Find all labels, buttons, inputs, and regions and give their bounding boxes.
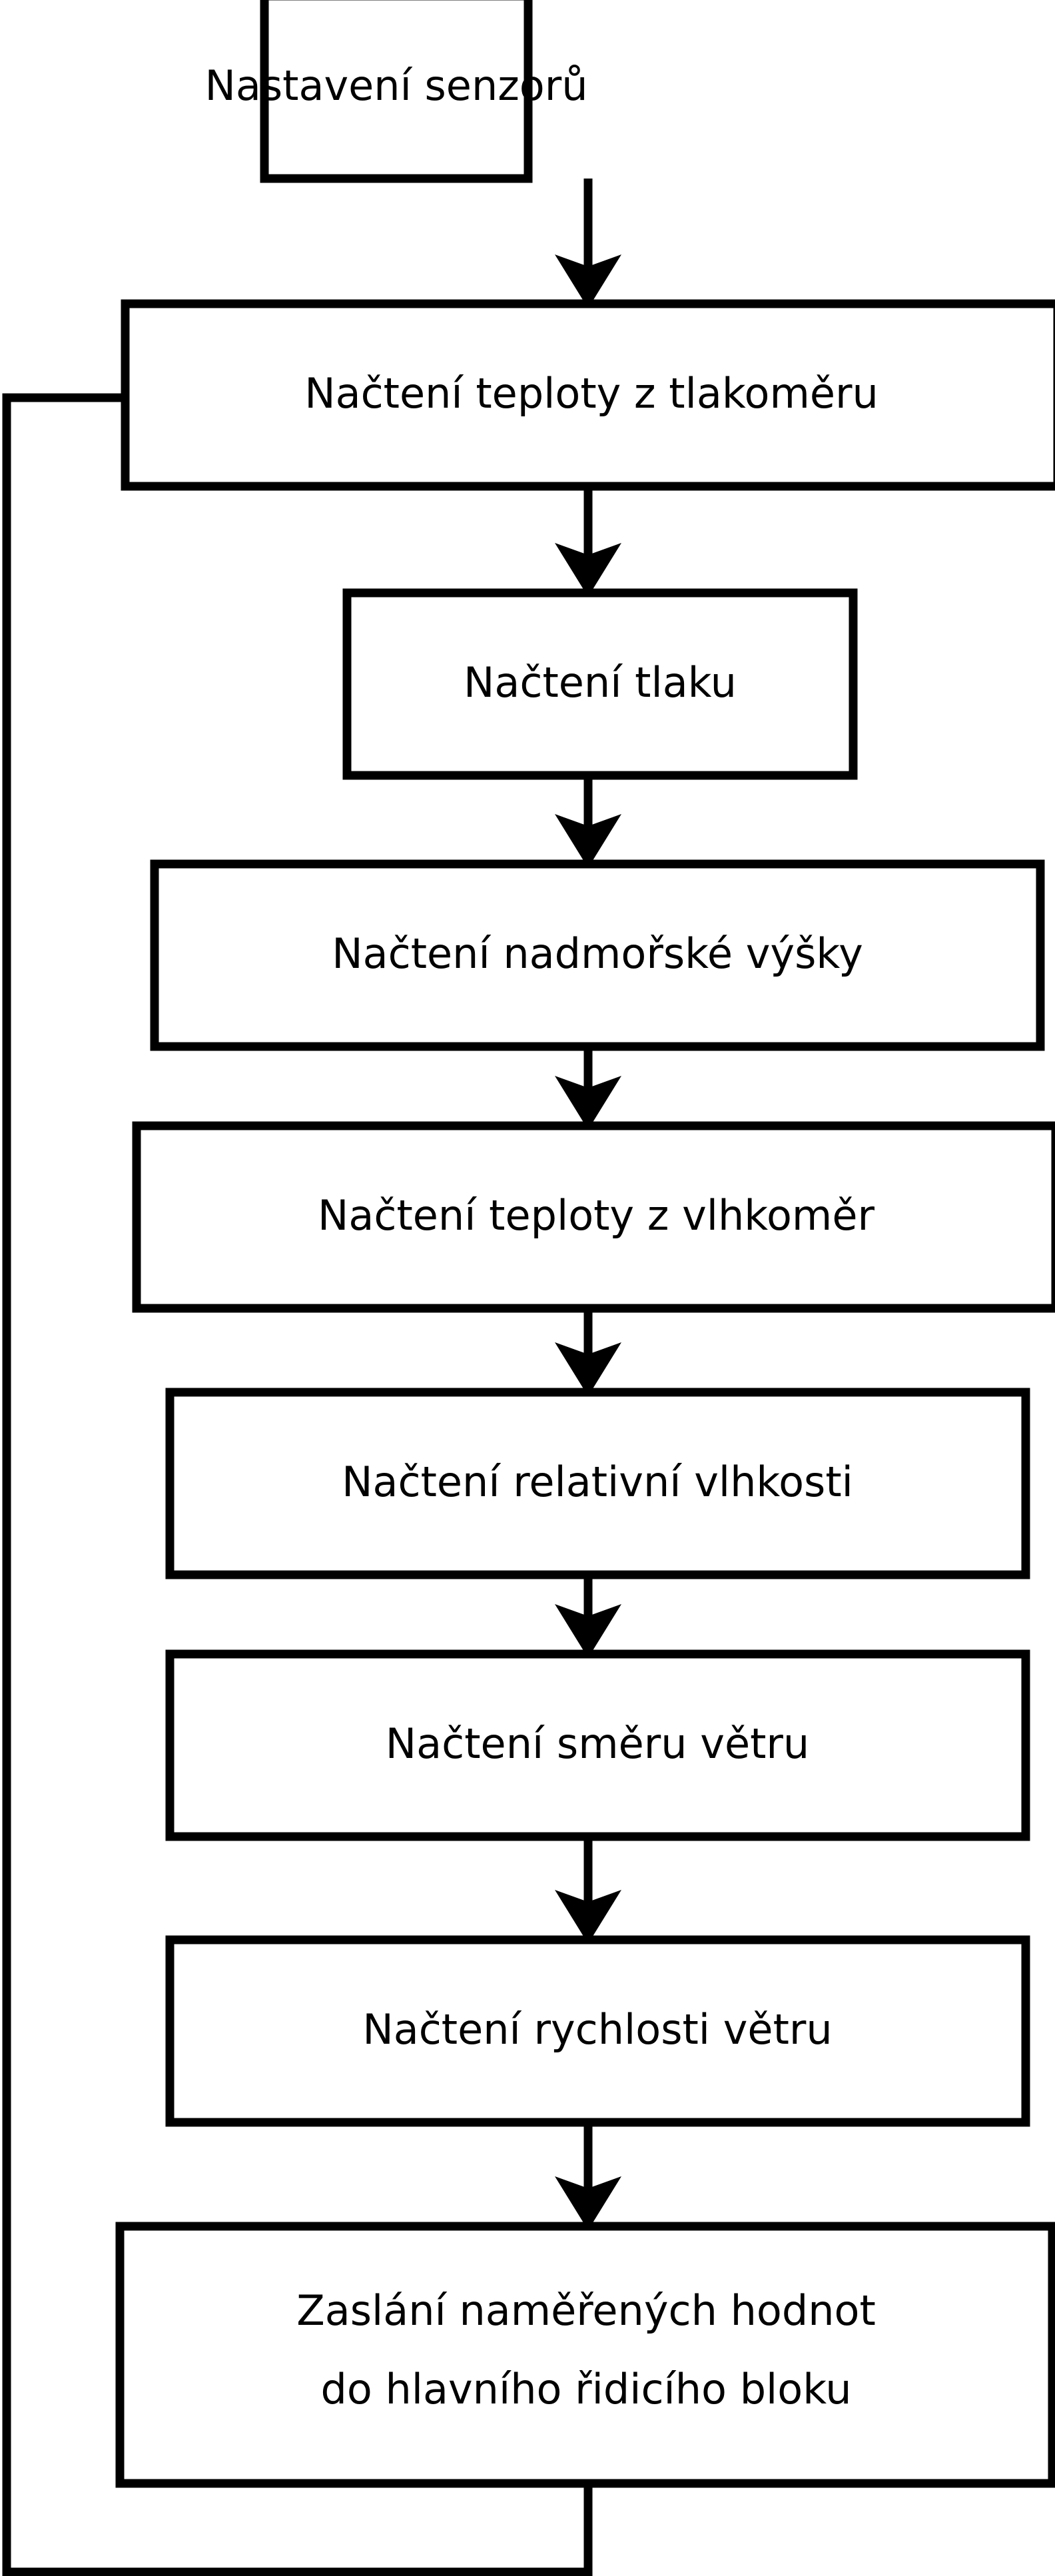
arrow-teplota-vlhkomer-to-relativni-vlhkost (555, 1308, 621, 1396)
arrow-nastaveni-to-teplota-tlakomer (555, 179, 621, 308)
node-nacteni-nadmorske-vysky[interactable]: Načtení nadmořské výšky (150, 859, 1045, 1051)
node-nacteni-teploty-z-vlhkomer[interactable]: Načtení teploty z vlhkoměr (132, 1121, 1055, 1313)
arrow-tlak-to-nadmorska-vyska (555, 775, 621, 868)
node-label-nacteni-teploty-z-tlakomeru: Načtení teploty z tlakoměru (304, 369, 879, 418)
edge-layer (2, 179, 621, 2576)
node-nacteni-smeru-vetru[interactable]: Načtení směru větru (165, 1649, 1030, 1841)
node-label-nacteni-smeru-vetru: Načtení směru větru (386, 1719, 809, 1768)
node-label-nacteni-teploty-z-vlhkomer: Načtení teploty z vlhkoměr (318, 1191, 875, 1240)
node-label-nacteni-nadmorske-vysky: Načtení nadmořské výšky (332, 929, 863, 978)
node-label-nacteni-relativni-vlhkosti: Načtení relativní vlhkosti (342, 1458, 853, 1506)
node-nacteni-tlaku[interactable]: Načtení tlaku (342, 588, 858, 780)
arrow-relativni-vlhkost-to-smer-vetru (555, 1575, 621, 1658)
node-layer: Nastavení senzorů Načtení teploty z tlak… (115, 0, 1055, 2488)
arrow-rychlost-vetru-to-zaslani (555, 2122, 621, 2230)
node-nacteni-teploty-z-tlakomeru[interactable]: Načtení teploty z tlakoměru (121, 299, 1055, 491)
node-label-nacteni-rychlosti-vetru: Načtení rychlosti větru (362, 2005, 832, 2054)
arrow-nadmorska-vyska-to-teplota-vlhkomer (555, 1047, 621, 1130)
arrow-teplota-tlakomer-to-tlak (555, 486, 621, 597)
node-label-nastaveni-senzoru: Nastavení senzorů (204, 61, 587, 110)
node-nacteni-relativni-vlhkosti[interactable]: Načtení relativní vlhkosti (165, 1388, 1030, 1579)
arrow-smer-vetru-to-rychlost-vetru (555, 1837, 621, 1944)
node-nastaveni-senzoru[interactable]: Nastavení senzorů (204, 0, 588, 183)
node-zaslani-namerenych-hodnot[interactable]: Zaslání naměřených hodnot do hlavního ři… (115, 2222, 1055, 2488)
node-nacteni-rychlosti-vetru[interactable]: Načtení rychlosti větru (165, 1935, 1030, 2127)
node-label-zaslani-namerenych-hodnot-line1: Zaslání naměřených hodnot (296, 2286, 876, 2335)
node-label-zaslani-namerenych-hodnot-line2: do hlavního řidicího bloku (320, 2365, 851, 2413)
node-label-nacteni-tlaku: Načtení tlaku (464, 658, 737, 707)
